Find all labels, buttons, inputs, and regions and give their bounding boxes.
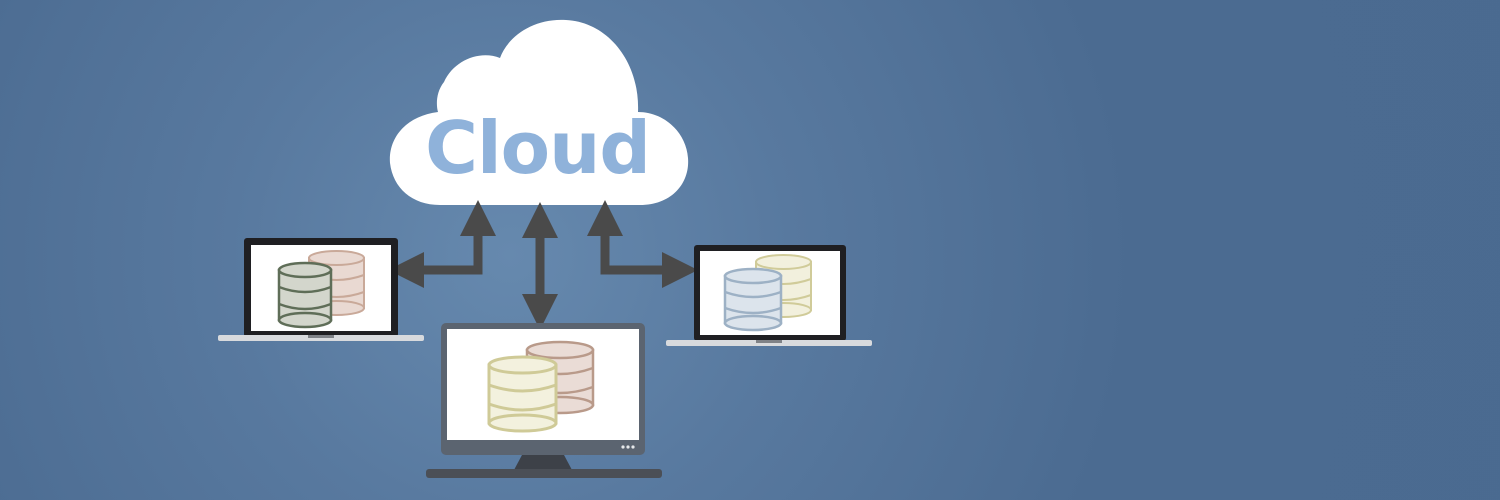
monitor-base (426, 469, 662, 478)
database-stack-icon (277, 250, 365, 329)
cloud-shape (389, 19, 689, 206)
right-laptop-icon (666, 245, 872, 346)
database-stack-icon (487, 340, 595, 433)
connection-arrows (388, 200, 698, 330)
monitor-stand (514, 455, 572, 470)
database-front-icon (277, 261, 333, 329)
laptop-hinge (308, 335, 334, 338)
elbow-arrow-left-icon (388, 200, 496, 288)
database-stack-icon (723, 254, 812, 332)
cloud-label: Cloud (425, 105, 651, 190)
left-laptop-icon (218, 238, 424, 341)
desktop-monitor-icon (426, 323, 662, 478)
database-front-icon (487, 355, 558, 433)
elbow-arrow-right-icon (587, 200, 698, 288)
database-front-icon (723, 267, 783, 332)
laptop-hinge (756, 340, 782, 343)
cloud-icon (389, 19, 689, 206)
